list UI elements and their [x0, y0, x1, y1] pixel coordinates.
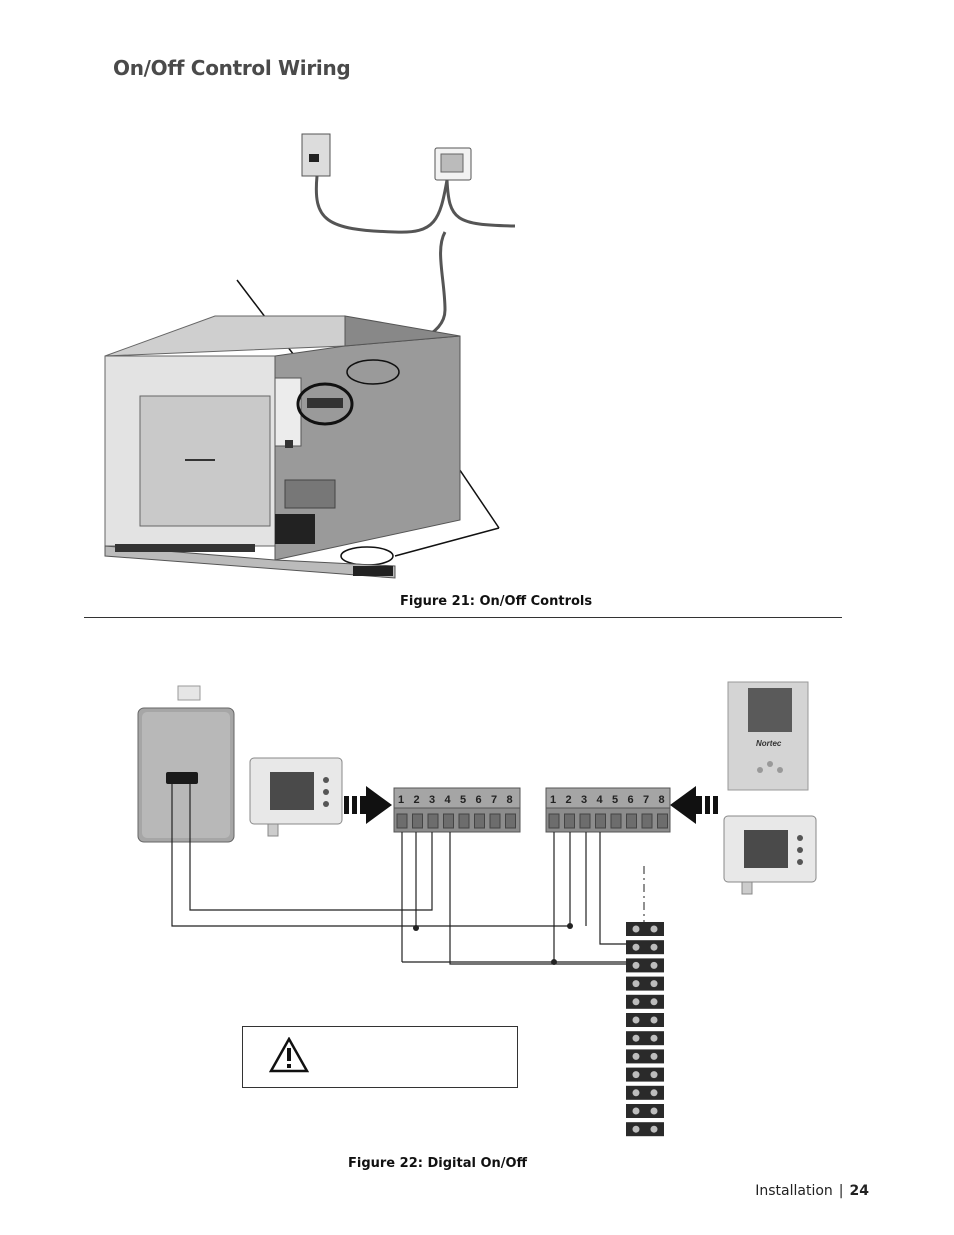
terminal-screw — [650, 980, 658, 988]
terminal-screw — [650, 1034, 658, 1042]
connector-terminal-number: 2 — [566, 794, 572, 806]
figure-21-humidifier-illustration — [104, 133, 515, 579]
terminal-block — [626, 1085, 664, 1100]
connector-slot — [595, 813, 606, 829]
arrow-left-icon — [670, 786, 718, 824]
connector-slot — [641, 813, 653, 829]
connector-slot — [564, 813, 575, 829]
terminal-block — [626, 1031, 664, 1046]
terminal-screw — [632, 1016, 640, 1024]
connector-slot — [396, 813, 408, 829]
terminal-screw — [650, 1052, 658, 1060]
terminal-screw — [632, 1071, 640, 1079]
terminal-block — [626, 958, 664, 973]
terminal-screw — [632, 961, 640, 969]
terminal-screw — [632, 980, 640, 988]
footer-separator: | — [838, 1183, 844, 1199]
terminal-block — [626, 1013, 664, 1027]
connector-slot — [505, 813, 516, 829]
terminal-screw — [632, 1089, 640, 1097]
page-footer: Installation | 24 — [755, 1183, 869, 1199]
terminal-block — [626, 994, 664, 1009]
terminal-screw — [632, 1034, 640, 1042]
connector-slot — [579, 813, 591, 829]
terminal-screw — [650, 1016, 658, 1024]
connector-terminal-number: 8 — [659, 794, 665, 806]
page-number: 24 — [849, 1183, 869, 1199]
wiring-lines — [171, 784, 630, 965]
connector-terminal-number: 5 — [460, 794, 466, 806]
terminal-block — [626, 1067, 664, 1082]
digital-controller-device — [249, 757, 343, 837]
terminal-screw — [650, 1107, 658, 1115]
terminal-block — [626, 1104, 664, 1118]
terminal-screw — [650, 998, 658, 1006]
connector-terminal-number: 4 — [597, 794, 604, 806]
connector-terminal-number: 1 — [550, 794, 556, 806]
terminal-screw — [650, 961, 658, 969]
connector-terminal-number: 3 — [581, 794, 587, 806]
connector-terminal-number: 5 — [612, 794, 618, 806]
terminal-screw — [632, 925, 640, 933]
connector-slot — [489, 813, 501, 829]
connector-terminal-number: 4 — [445, 794, 452, 806]
warning-box — [242, 1026, 518, 1088]
figure-22-caption: Figure 22: Digital On/Off — [348, 1156, 528, 1171]
connector-terminal-number: 1 — [398, 794, 404, 806]
connector-slot — [443, 813, 454, 829]
terminal-screw — [650, 1089, 658, 1097]
brand-logo: Nortec — [756, 739, 782, 748]
section-title: On/Off Control Wiring — [113, 56, 351, 80]
terminal-screw — [650, 1125, 658, 1133]
connector-terminal-number: 8 — [507, 794, 513, 806]
terminal-screw — [632, 998, 640, 1006]
figure-21-caption: Figure 21: On/Off Controls — [400, 594, 593, 609]
connector-terminal-number: 7 — [491, 794, 497, 806]
connector-terminal-number: 2 — [414, 794, 420, 806]
connector-slot — [412, 813, 423, 829]
warning-icon — [269, 1037, 309, 1073]
terminal-screw — [632, 1052, 640, 1060]
terminal-strip — [626, 922, 664, 1137]
terminal-screw — [632, 943, 640, 951]
arrow-right-icon — [344, 786, 392, 824]
digital-controller-illustration — [434, 147, 472, 181]
terminal-screw — [650, 925, 658, 933]
connector-slot — [548, 813, 560, 829]
section-divider — [84, 617, 842, 618]
nortec-humidistat: Nortec — [727, 681, 809, 791]
connector-terminal-number: 7 — [643, 794, 649, 806]
connector-terminal-number: 6 — [476, 794, 482, 806]
terminal-screw — [632, 1107, 640, 1115]
footer-section-label: Installation — [755, 1183, 833, 1199]
connector-slot — [458, 813, 470, 829]
connector-slot — [610, 813, 622, 829]
terminal-screw — [650, 943, 658, 951]
connector-terminal-number: 6 — [628, 794, 634, 806]
connector-slot — [474, 813, 485, 829]
terminal-block — [626, 1122, 664, 1137]
terminal-screw — [650, 1071, 658, 1079]
terminal-block — [626, 940, 664, 955]
terminal-block — [626, 976, 664, 991]
connector-slot — [657, 813, 668, 829]
terminal-block — [626, 922, 664, 936]
connector-slot — [626, 813, 637, 829]
terminal-screw — [632, 1125, 640, 1133]
connector-terminal-number: 3 — [429, 794, 435, 806]
wall-switch-box — [137, 685, 235, 843]
connector-slot — [427, 813, 439, 829]
terminal-block — [626, 1049, 664, 1064]
digital-controller-device-right — [723, 815, 817, 895]
wall-switch-illustration — [301, 133, 331, 177]
